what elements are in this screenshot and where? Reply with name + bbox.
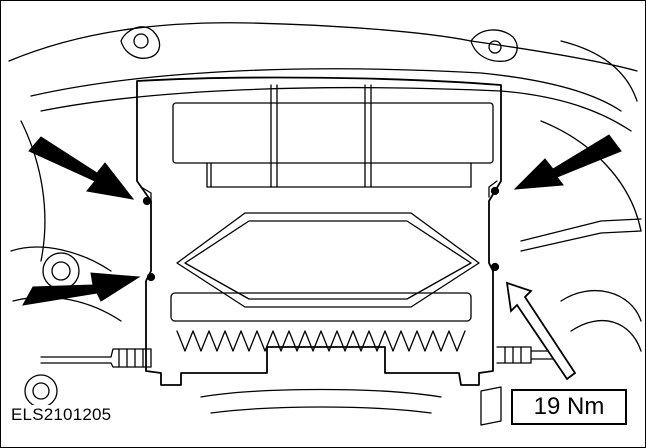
housing-outline xyxy=(136,76,502,386)
dash-panel-line xyxy=(40,86,632,132)
housing-rib-left xyxy=(206,162,212,188)
right-bolt-hole xyxy=(488,40,502,54)
right-duct-curve xyxy=(560,40,638,102)
housing-left-edge-detail xyxy=(140,186,152,202)
left-bolt-hole xyxy=(133,33,149,49)
torque-spec-box: 19 Nm xyxy=(511,389,627,425)
right-hose-ribs xyxy=(504,346,522,364)
figure-id-label: ELS2101205 xyxy=(9,405,114,425)
right-lower-frame xyxy=(520,218,642,242)
left-bracket xyxy=(120,26,161,59)
housing-chevron xyxy=(176,212,480,308)
left-round-part xyxy=(42,252,80,290)
filter-teeth xyxy=(176,330,466,352)
left-hose-ribs xyxy=(118,348,144,368)
lower-bracket xyxy=(480,386,502,426)
mount-bolt-lower-right xyxy=(490,262,500,272)
left-pillar xyxy=(20,120,46,262)
housing-strap-1 xyxy=(270,84,278,188)
lower-crossmember xyxy=(200,388,442,398)
right-wheel-arch xyxy=(560,289,642,322)
filter-tray xyxy=(170,292,472,322)
left-lower-body xyxy=(10,246,112,272)
left-hose xyxy=(40,348,152,368)
right-lower-frame-2 xyxy=(520,230,642,252)
cowl-outline-top xyxy=(8,22,638,72)
mount-bolt-upper-right xyxy=(490,186,500,196)
left-bottom-ring-inner xyxy=(32,382,50,400)
arrow-upper-right-icon xyxy=(513,134,622,190)
housing-chevron-inner xyxy=(184,220,472,300)
mount-bolt-lower-left xyxy=(146,272,156,282)
cowl-outline-inner xyxy=(30,68,622,112)
housing-upper-panel xyxy=(172,102,494,164)
lower-crossmember-2 xyxy=(210,406,432,414)
right-bracket xyxy=(470,29,518,62)
mount-bolt-upper-left xyxy=(142,196,152,206)
housing-right-edge-detail xyxy=(488,180,498,198)
left-bottom-ring xyxy=(24,374,58,408)
arrow-upper-left-icon xyxy=(28,136,135,200)
arrow-lower-left-icon xyxy=(22,272,141,306)
left-round-part-inner xyxy=(51,261,71,281)
housing-strap-2 xyxy=(364,84,372,188)
left-lower-body-2 xyxy=(12,296,122,322)
torque-spec-label: 19 Nm xyxy=(533,393,605,420)
right-wheel-arch-2 xyxy=(570,320,642,352)
right-panel-curve xyxy=(540,120,642,232)
arrow-lower-right-icon xyxy=(505,281,577,381)
